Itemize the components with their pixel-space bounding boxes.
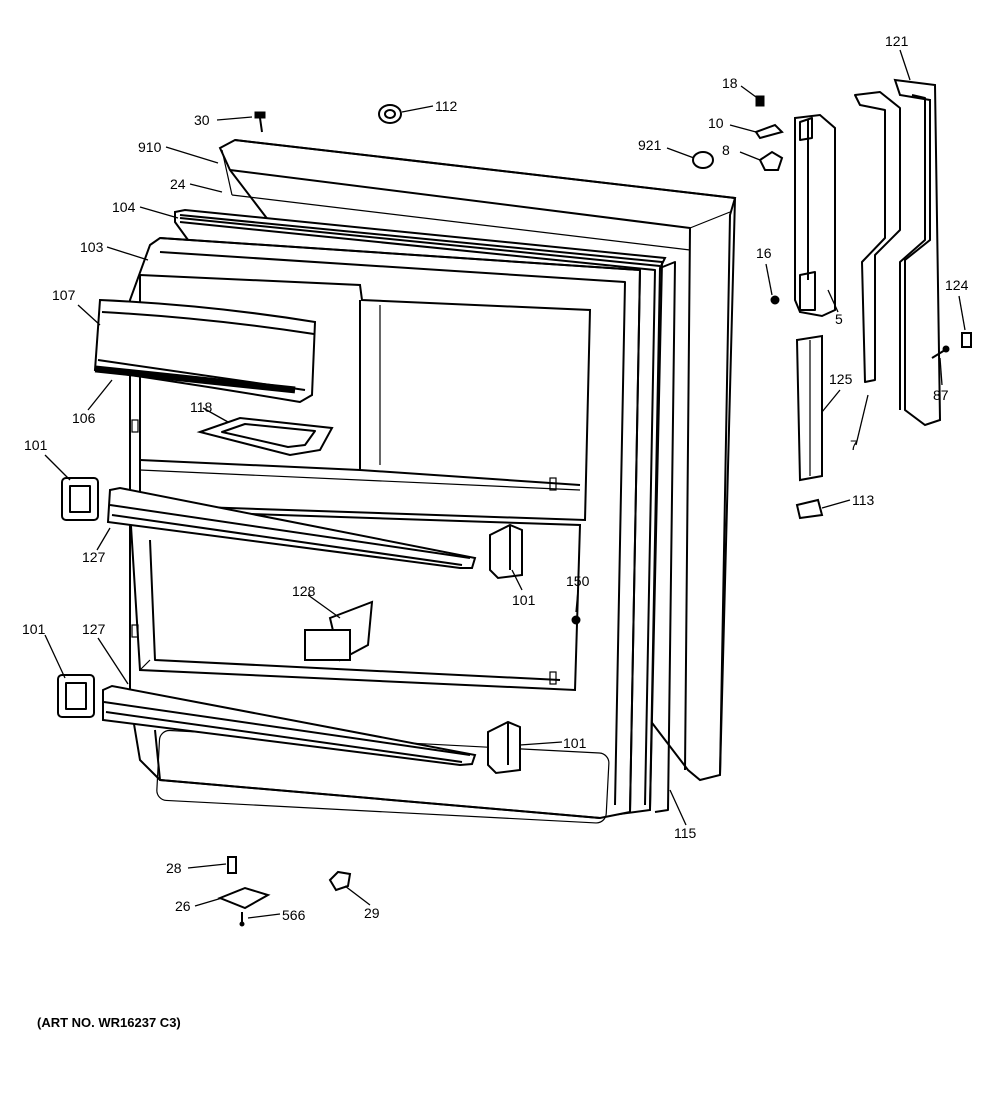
shelf-bar-lower xyxy=(102,684,477,767)
label-113: 113 xyxy=(852,492,875,508)
label-16: 16 xyxy=(756,245,772,261)
label-112: 112 xyxy=(435,98,458,114)
label-28: 28 xyxy=(166,860,182,876)
seal-strip-115 xyxy=(654,261,676,813)
label-127-a: 127 xyxy=(82,549,106,565)
label-26: 26 xyxy=(175,898,191,914)
label-150: 150 xyxy=(566,573,590,589)
part-87 xyxy=(931,345,950,359)
shelf-bracket-right-upper xyxy=(489,523,523,580)
label-18: 18 xyxy=(722,75,738,91)
label-121: 121 xyxy=(885,33,909,49)
dairy-compartment-door xyxy=(93,298,317,404)
label-125: 125 xyxy=(829,371,853,387)
part-29 xyxy=(328,870,352,892)
part-113 xyxy=(795,498,824,520)
label-24: 24 xyxy=(170,176,186,192)
label-87: 87 xyxy=(933,387,949,403)
label-29: 29 xyxy=(364,905,380,921)
label-101-c: 101 xyxy=(22,621,46,637)
label-124: 124 xyxy=(945,277,969,293)
leader-lines xyxy=(44,49,966,919)
retainer-clip xyxy=(304,600,374,662)
shelf-bracket-left-upper xyxy=(61,477,99,521)
part-26 xyxy=(217,886,271,910)
label-104: 104 xyxy=(112,199,136,215)
shelf-bracket-right-lower xyxy=(487,720,521,775)
screw-150 xyxy=(571,615,581,625)
label-118: 118 xyxy=(190,399,213,415)
shelf-bracket-left-lower xyxy=(57,674,95,718)
part-8 xyxy=(758,150,784,171)
label-101-d: 101 xyxy=(563,735,587,751)
handle-121 xyxy=(854,78,942,427)
label-10: 10 xyxy=(708,115,724,131)
part-18 xyxy=(755,95,765,107)
label-127-b: 127 xyxy=(82,621,106,637)
label-5: 5 xyxy=(835,311,843,327)
label-128: 128 xyxy=(292,583,316,599)
part-16 xyxy=(770,295,780,305)
part-566 xyxy=(239,912,245,927)
label-910: 910 xyxy=(138,139,162,155)
label-7: 7 xyxy=(850,437,858,453)
label-30: 30 xyxy=(194,112,210,128)
label-107: 107 xyxy=(52,287,76,303)
label-101-a: 101 xyxy=(24,437,48,453)
butter-tray xyxy=(196,416,334,457)
part-124 xyxy=(961,332,972,348)
label-106: 106 xyxy=(72,410,96,426)
hinge-bracket-5 xyxy=(794,113,836,318)
art-number-caption: (ART NO. WR16237 C3) xyxy=(37,1015,181,1030)
part-28 xyxy=(227,856,237,874)
part-labels: 30 112 910 24 104 103 107 106 118 101 12… xyxy=(22,33,969,923)
part-10 xyxy=(754,123,784,140)
screw-30 xyxy=(254,111,266,133)
label-8: 8 xyxy=(722,142,730,158)
label-115: 115 xyxy=(674,825,697,841)
strip-125 xyxy=(795,334,823,482)
plug-112 xyxy=(378,104,402,124)
part-921 xyxy=(692,151,714,169)
label-921: 921 xyxy=(638,137,662,153)
label-101-b: 101 xyxy=(512,592,536,608)
label-103: 103 xyxy=(80,239,104,255)
shelf-bar-upper xyxy=(106,486,477,569)
label-566: 566 xyxy=(282,907,306,923)
